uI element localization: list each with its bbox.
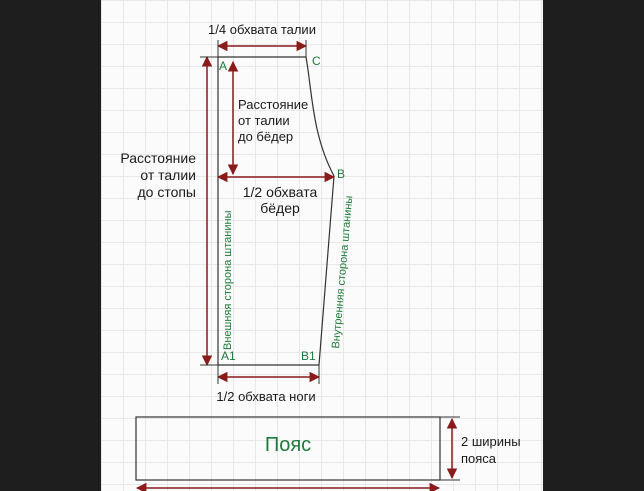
belt-width-label-2: пояса — [461, 451, 497, 466]
belt-rect — [135, 416, 441, 481]
point-c: С — [312, 54, 321, 68]
waist-to-foot-label-3: до стопы — [137, 184, 196, 200]
point-a: А — [219, 59, 228, 73]
half-leg-label: 1/2 обхвата ноги — [216, 389, 316, 404]
quarter-waist-label: 1/4 обхвата талии — [208, 22, 316, 37]
belt-label: Пояс — [264, 434, 312, 456]
point-b1: В1 — [301, 349, 316, 363]
waist-to-hip-label-3: до бёдер — [238, 129, 294, 144]
half-hip-label-1: 1/2 обхвата — [242, 184, 318, 200]
half-hip-label-2: бёдер — [260, 200, 300, 216]
waist-to-foot-label-2: от талии — [140, 167, 196, 183]
point-a1: А1 — [221, 349, 236, 363]
point-b: В — [337, 167, 346, 181]
waist-to-foot-label-1: Расстояние — [120, 150, 196, 166]
pattern-sheet — [101, 0, 543, 491]
outer-side-label: Внешняя сторона штанины — [222, 210, 234, 350]
waist-to-hip-label-1: Расстояние — [238, 97, 309, 112]
waist-to-hip-label-2: от талии — [238, 113, 290, 128]
belt-width-label-1: 2 ширины — [461, 434, 521, 449]
